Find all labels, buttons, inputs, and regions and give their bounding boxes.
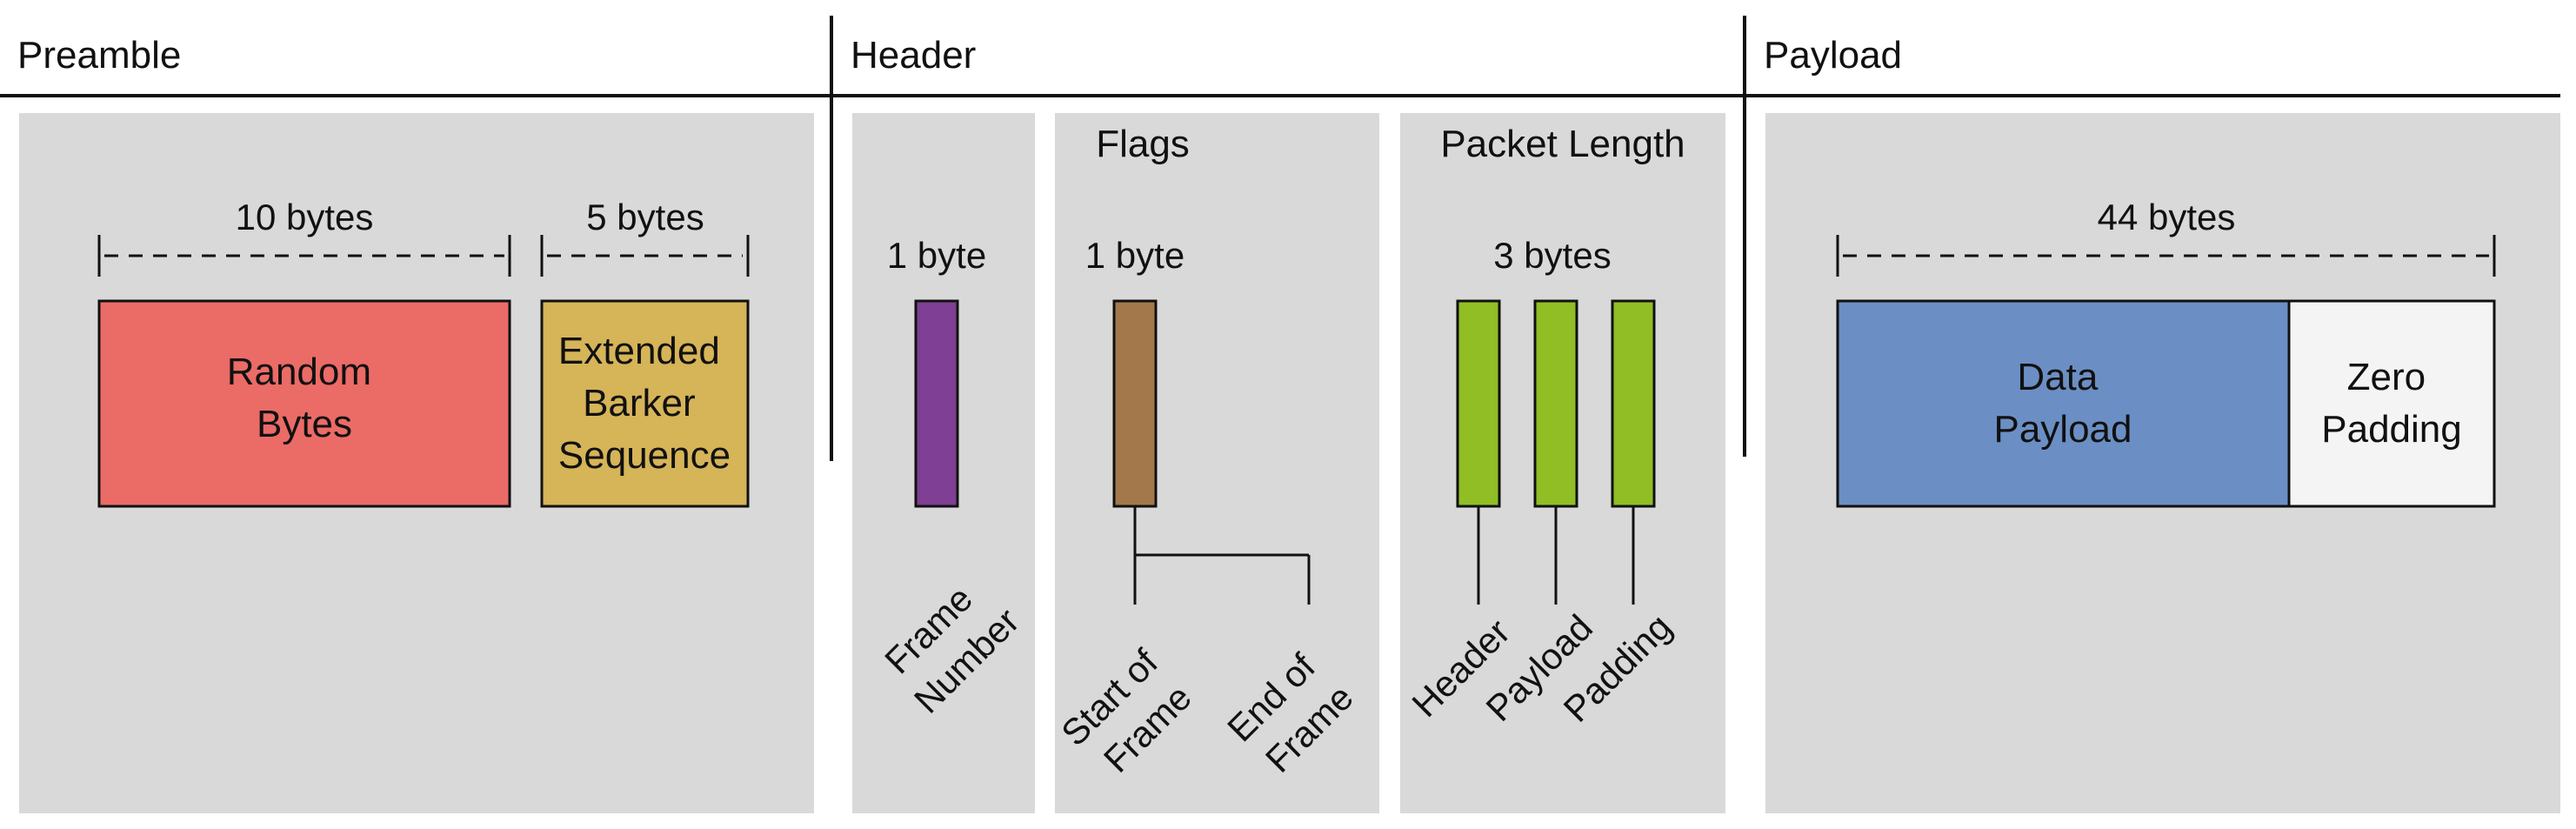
data-payload-block <box>1836 299 2291 508</box>
flags-connector <box>1133 506 1311 605</box>
barker-label: Extended Barker Sequence <box>558 330 731 477</box>
section-title-preamble: Preamble <box>17 34 181 77</box>
packet-length-padding-block <box>1611 299 1656 508</box>
payload-dimension <box>1836 235 2496 277</box>
barker-dimension <box>540 235 750 277</box>
barker-block <box>540 299 750 508</box>
packet-length-leads <box>1477 506 1635 605</box>
flags-block <box>1112 299 1158 508</box>
random-bytes-label: Random Bytes <box>227 351 383 445</box>
packet-length-header-block <box>1456 299 1501 508</box>
zero-padding-block <box>2287 299 2496 508</box>
data-payload-label: Data Payload <box>1993 356 2132 451</box>
flags-title: Flags <box>1096 123 1190 165</box>
section-title-header: Header <box>851 34 976 77</box>
zero-padding-label: Zero Padding <box>2321 356 2461 451</box>
random-bytes-dimension <box>97 235 511 277</box>
flags-size: 1 byte <box>1085 235 1185 276</box>
packet-length-payload-block <box>1533 299 1578 508</box>
barker-size: 5 bytes <box>586 197 704 237</box>
random-bytes-block <box>97 299 511 508</box>
flags-panel <box>1055 113 1379 813</box>
packet-length-size: 3 bytes <box>1493 235 1611 276</box>
payload-size: 44 bytes <box>2098 197 2236 237</box>
frame-number-size: 1 byte <box>887 235 986 276</box>
section-title-payload: Payload <box>1764 34 1902 77</box>
packet-length-title: Packet Length <box>1440 123 1685 165</box>
frame-number-block <box>914 299 959 508</box>
random-bytes-size: 10 bytes <box>236 197 374 237</box>
